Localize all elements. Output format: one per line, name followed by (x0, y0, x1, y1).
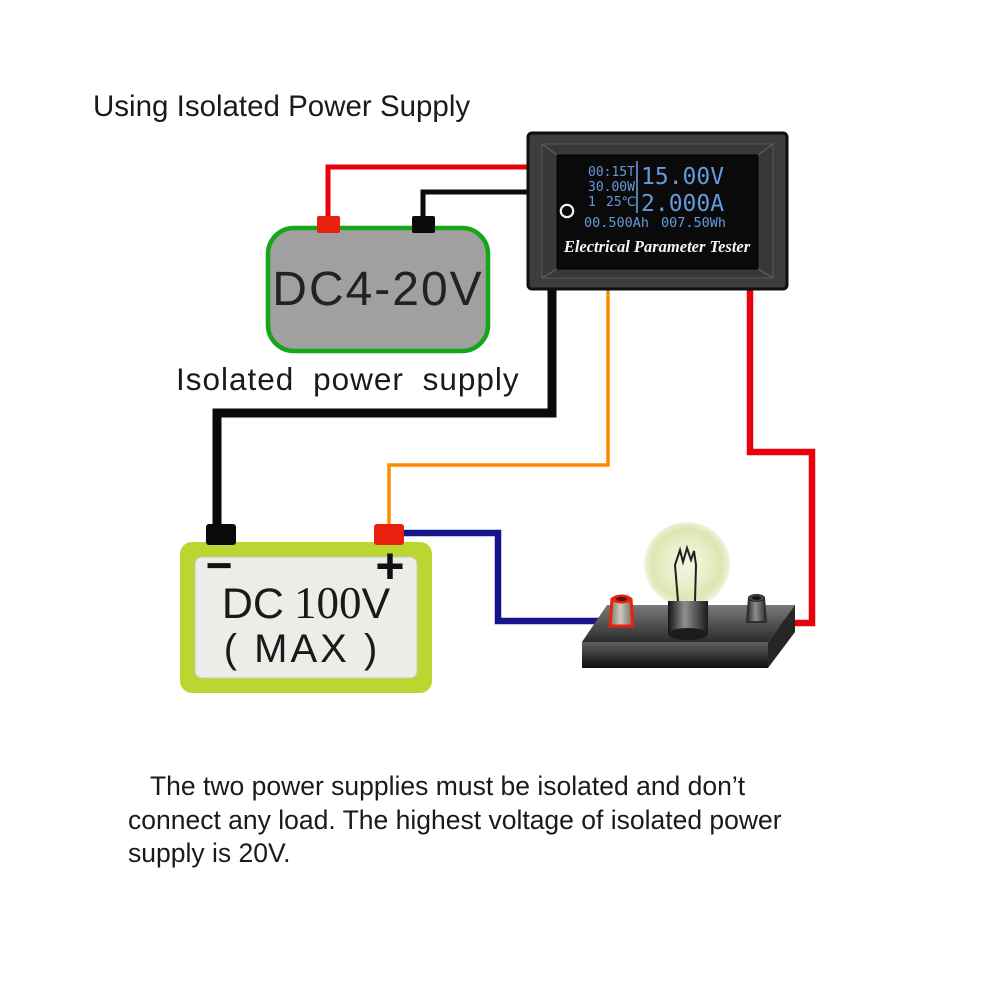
wire-isolated-positive (325, 164, 537, 226)
bulb-socket-base (668, 628, 708, 640)
oled-group: 1 (588, 195, 596, 210)
wire-measure-positive-orange (387, 286, 610, 528)
footer-note: The two power supplies must be isolated … (128, 771, 782, 868)
load-label-dc: DC (222, 580, 284, 628)
load-positive-terminal (374, 524, 404, 545)
footer-line-2: connect any load. The highest voltage of… (128, 805, 782, 835)
wires (212, 164, 816, 627)
load-supply-panel (194, 556, 418, 679)
wire-load-red (746, 286, 816, 627)
isolated-supply-caption: Isolated power supply (176, 361, 520, 397)
load-label-value: 100 (294, 578, 362, 628)
wire-load-blue (400, 529, 612, 625)
footer-line-3: supply is 20V. (128, 838, 291, 868)
oled-capacity: 00.500Ah (584, 215, 649, 231)
post-gray (746, 594, 767, 623)
isolated-supply-label: DC4-20V (272, 263, 483, 316)
page-title: Using Isolated Power Supply (93, 90, 470, 123)
tester-button[interactable] (559, 203, 575, 219)
oled-voltage: 15.00V (641, 164, 724, 190)
load-label-unit: V (361, 580, 390, 628)
block-right-face (768, 605, 795, 668)
tester-screen (556, 154, 759, 270)
oled-time: 00:15T (588, 165, 635, 180)
tester-name-label: Electrical Parameter Tester (563, 237, 751, 256)
isolated-supply: DC4-20V (265, 216, 491, 354)
oled-display: 00:15T 30.00W 1 25℃ 15.00V 2.000A 00.500… (584, 161, 726, 231)
bulb-filament (673, 544, 698, 602)
load-negative-terminal (206, 524, 236, 545)
post-red (608, 594, 635, 628)
plus-sign: + (375, 538, 404, 594)
load-supply-max-label: ( MAX ) (224, 627, 381, 671)
post-red-hole (616, 596, 627, 602)
parameter-tester: 00:15T 30.00W 1 25℃ 15.00V 2.000A 00.500… (526, 131, 789, 291)
block-front-face (582, 642, 768, 668)
post-gray-hole (752, 596, 761, 600)
wire-measure-negative (212, 286, 557, 527)
load-bulb-block (582, 522, 795, 668)
bulb-glow (643, 522, 731, 610)
wire-isolated-negative (420, 189, 537, 226)
oled-temp: 25℃ (606, 195, 636, 210)
tester-bevel-corners (541, 143, 774, 279)
isolated-supply-box (265, 225, 491, 354)
oled-current: 2.000A (641, 191, 724, 217)
isolated-negative-terminal (412, 216, 435, 233)
oled-power: 30.00W (588, 180, 635, 195)
isolated-positive-terminal (317, 216, 340, 233)
oled-energy: 007.50Wh (661, 215, 726, 231)
footer-line-1: The two power supplies must be isolated … (150, 771, 746, 801)
minus-sign: − (206, 539, 233, 591)
